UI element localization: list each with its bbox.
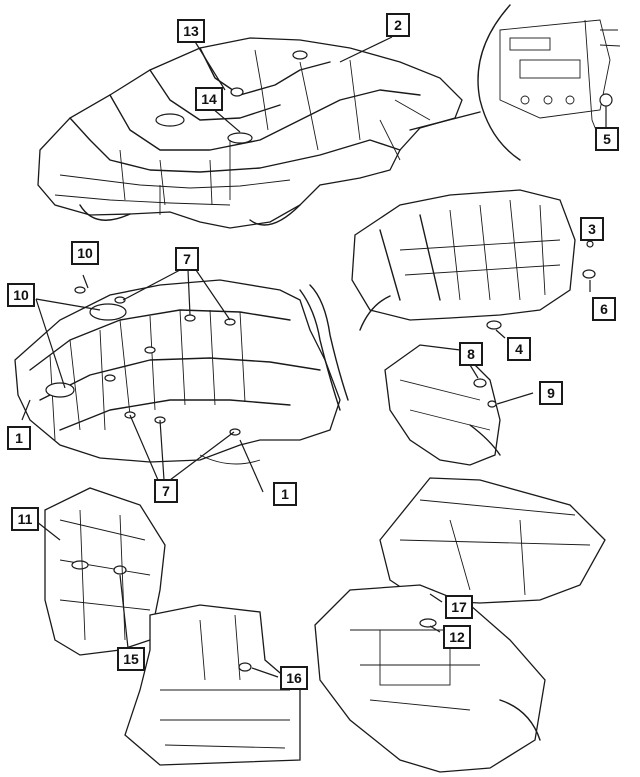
callout-8-label: 8 [467, 346, 475, 362]
cowl-view [124, 604, 301, 766]
rear-fascia-view [314, 584, 546, 773]
callout-14: 14 [195, 87, 223, 111]
callout-1a-label: 1 [15, 430, 23, 446]
trunk-interior-view [351, 189, 596, 331]
callout-12: 12 [443, 625, 471, 649]
callout-4: 4 [507, 337, 531, 361]
callout-11: 11 [11, 507, 39, 531]
callout-7a-label: 7 [183, 251, 191, 267]
callout-2: 2 [386, 13, 410, 37]
callout-10b-label: 10 [13, 287, 29, 303]
callout-15: 15 [117, 647, 145, 671]
body-shell-view [37, 37, 463, 229]
callout-1-right: 1 [273, 482, 297, 506]
callout-11-label: 11 [18, 511, 33, 527]
callout-7b-label: 7 [162, 483, 170, 499]
callout-6: 6 [592, 297, 616, 321]
callout-1-left: 1 [7, 426, 31, 450]
zoom-detail-view [409, 4, 621, 161]
callout-4-label: 4 [515, 341, 523, 357]
callout-3-label: 3 [588, 221, 596, 237]
callout-9: 9 [539, 381, 563, 405]
callout-7-bottom: 7 [154, 479, 178, 503]
callout-6-label: 6 [600, 301, 608, 317]
callout-12-label: 12 [449, 629, 465, 645]
callout-10a-label: 10 [77, 245, 93, 261]
callout-17-label: 17 [451, 599, 467, 615]
callout-15-label: 15 [123, 651, 139, 667]
callout-16-label: 16 [286, 670, 302, 686]
callout-13: 13 [177, 19, 205, 43]
callout-7-top: 7 [175, 247, 199, 271]
leader-lines [21, 36, 591, 678]
callout-5: 5 [595, 127, 619, 151]
callout-3: 3 [580, 217, 604, 241]
rear-quarter-view [384, 344, 501, 466]
callout-10-top: 10 [71, 241, 99, 265]
callout-17: 17 [445, 595, 473, 619]
front-structure-view [44, 487, 166, 656]
floor-pan-view [14, 279, 349, 465]
decklid-view [379, 477, 606, 604]
callout-16: 16 [280, 666, 308, 690]
callout-13-label: 13 [183, 23, 199, 39]
callout-8: 8 [459, 342, 483, 366]
callout-5-label: 5 [603, 131, 611, 147]
callout-14-label: 14 [201, 91, 217, 107]
callout-1b-label: 1 [281, 486, 289, 502]
callout-9-label: 9 [547, 385, 555, 401]
callout-2-label: 2 [394, 17, 402, 33]
callout-10-left: 10 [7, 283, 35, 307]
